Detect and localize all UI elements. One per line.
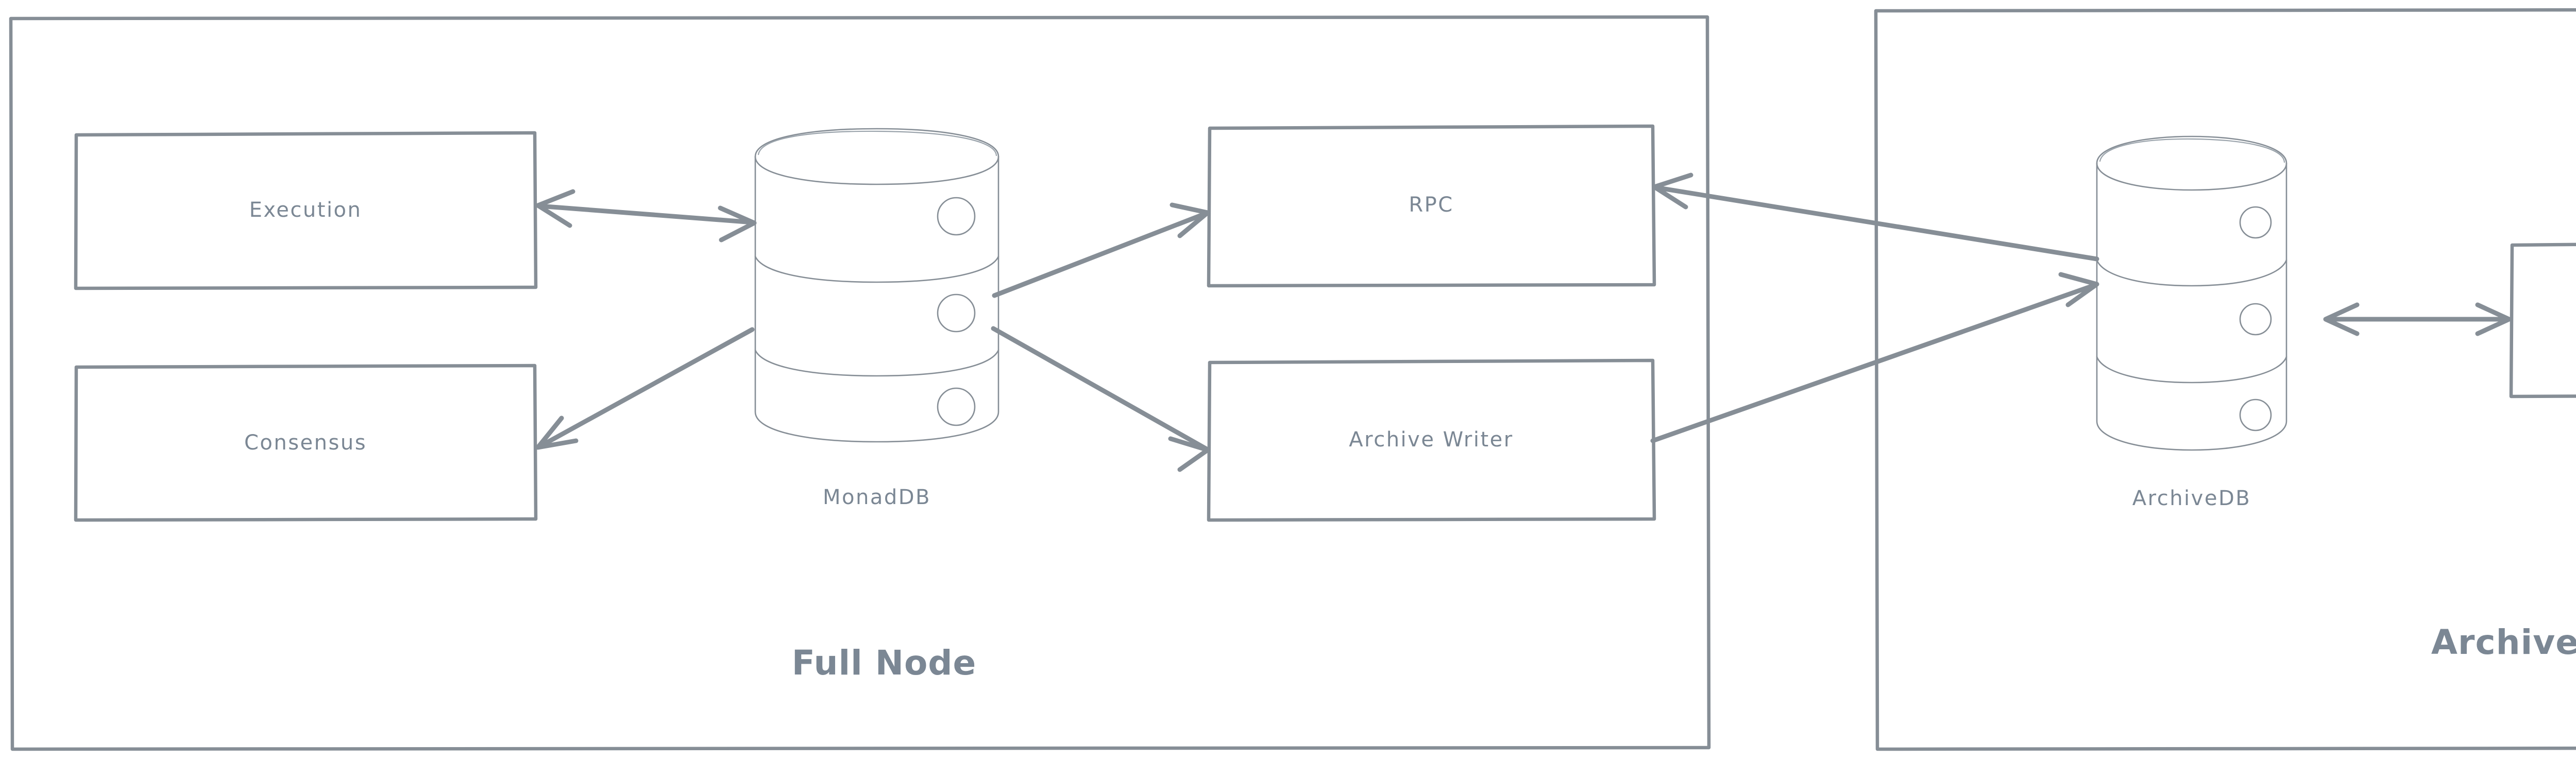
panel-full-node [9,15,1711,751]
monaddb-cylinder-top [754,128,999,185]
rpc-label: RPC [1409,193,1453,217]
rpc-box[interactable] [1207,124,1656,288]
archive-writer-label: Archive Writer [1349,428,1513,452]
node-consensus[interactable]: Consensus [74,364,538,522]
edge-archivedb-indexer [2323,302,2512,336]
monaddb-indicator-3 [937,387,976,426]
node-indexer[interactable]: Indexer [2509,243,2576,399]
monaddb-indicator-1 [937,197,976,236]
archivedb-indicator-3 [2239,399,2272,431]
monaddb-band-1 [754,255,999,283]
archivedb-cylinder-top-sketch [2099,138,2285,163]
archive-writer-box[interactable] [1207,358,1656,522]
monaddb-cylinder-top-sketch [757,130,997,157]
monaddb-label: MonadDB [823,486,931,509]
edge-monaddb-archive-writer [991,326,1210,472]
edge-monaddb-rpc [992,202,1210,298]
full-node-frame [9,15,1711,751]
panel-archive-server [1874,8,2576,751]
archivedb-cylinder-body[interactable] [2096,162,2287,451]
execution-label: Execution [249,198,362,222]
archivedb-band-1 [2096,259,2287,287]
edge-monaddb-execution [535,189,757,243]
monaddb-band-2 [754,349,999,377]
monaddb-cylinder-body[interactable] [754,155,999,443]
node-rpc[interactable]: RPC [1207,124,1656,288]
indexer-box[interactable] [2509,243,2576,399]
monaddb-indicator-2 [937,293,976,333]
node-archive-writer[interactable]: Archive Writer [1207,358,1656,522]
node-execution[interactable]: Execution [74,131,538,290]
execution-box[interactable] [74,131,538,290]
edge-monaddb-consensus [535,327,755,450]
archivedb-indicator-1 [2239,206,2272,239]
archive-server-title: Archive Server [2431,622,2576,662]
archivedb-indicator-2 [2239,303,2272,336]
full-node-title: Full Node [792,643,977,683]
archivedb-cylinder-top [2096,135,2287,191]
consensus-label: Consensus [244,431,367,455]
node-monaddb[interactable]: MonadDB [754,128,999,509]
archive-server-frame [1874,8,2576,751]
node-archivedb[interactable]: ArchiveDB [2096,135,2287,510]
consensus-box[interactable] [74,364,538,522]
archivedb-label: ArchiveDB [2132,487,2251,510]
archivedb-band-2 [2096,356,2287,384]
